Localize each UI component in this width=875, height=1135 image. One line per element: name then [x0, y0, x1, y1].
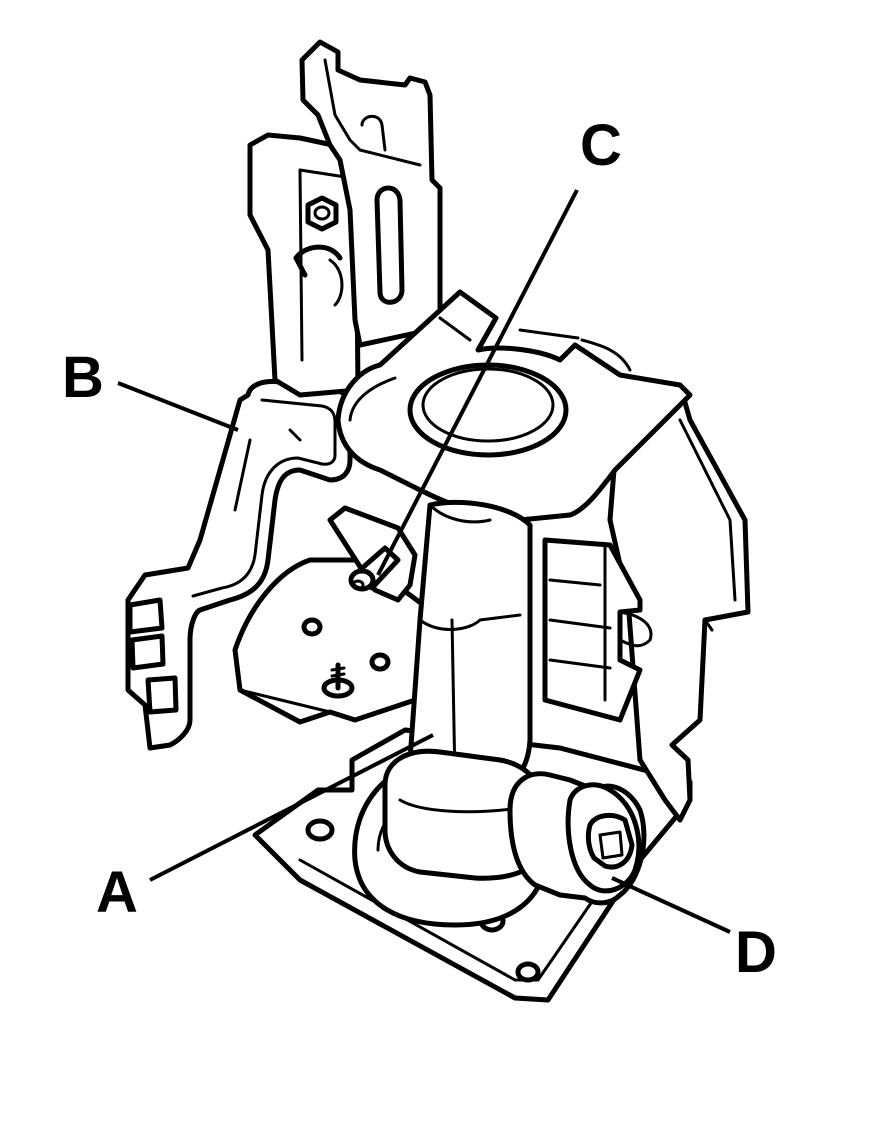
- right-side-bracket: [542, 382, 751, 823]
- callout-label-d: D: [735, 920, 777, 985]
- adjustment-knob: [507, 771, 647, 906]
- callout-label-c: C: [580, 113, 622, 178]
- flange-bolt-hole-right: [515, 961, 541, 983]
- leader-line-a: [149, 733, 434, 882]
- top-column-bracket: [335, 289, 693, 523]
- steering-column-tube: [382, 499, 551, 881]
- screw-icon: [321, 662, 355, 699]
- leader-lines: [117, 189, 731, 934]
- callout-label-a: A: [96, 860, 138, 925]
- leader-line-c: [376, 189, 579, 576]
- leader-line-d: [611, 876, 731, 934]
- bracket-hole-right: [369, 652, 391, 672]
- leader-line-b: [117, 381, 239, 432]
- bracket-hole-left: [301, 617, 323, 637]
- hex-bolt-icon: [305, 195, 339, 232]
- adjust-slot: [374, 185, 405, 305]
- callout-label-b: B: [62, 345, 104, 410]
- slide-plate: [299, 39, 443, 348]
- mounting-bracket: [125, 379, 433, 751]
- knob-square-drive: [585, 812, 635, 870]
- flange-bolt-hole-left: [305, 818, 335, 842]
